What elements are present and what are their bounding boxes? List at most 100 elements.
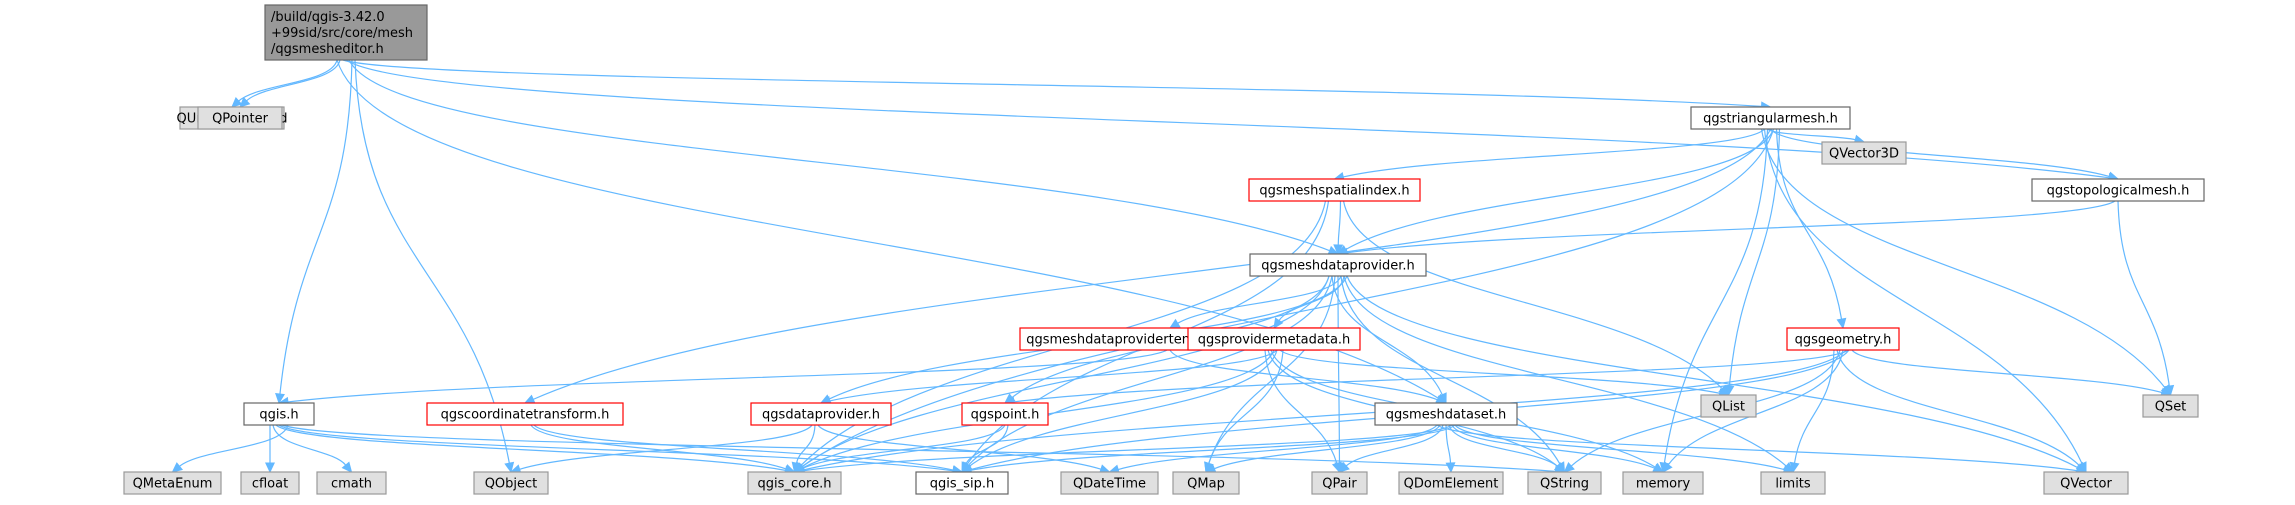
- edge-qgstriangularmesh-to-qlist: [1728, 128, 1781, 387]
- edge-qgsgeometry-to-qvector: [1836, 349, 2080, 467]
- edge-qgsmeshdataset-to-qmap: [1214, 424, 1441, 470]
- node-qgis[interactable]: qgis.h: [243, 402, 315, 426]
- edge-qgstriangularmesh-to-qgis_core: [801, 128, 1775, 468]
- node-qgstriangularmesh[interactable]: qgstriangularmesh.h: [1690, 106, 1851, 130]
- arrowhead-qgsgeometry-to-memory: [1662, 461, 1673, 473]
- node-box: [1248, 178, 1421, 202]
- node-qdatetime: QDateTime: [1060, 471, 1159, 495]
- node-qlist: QList: [1700, 394, 1757, 418]
- node-qgsmeshspatialindex[interactable]: qgsmeshspatialindex.h: [1248, 178, 1421, 202]
- edge-qgsmeshdataprovider-to-limits: [1343, 275, 1787, 467]
- node-box: [123, 471, 222, 495]
- node-label: QDateTime: [1073, 477, 1146, 492]
- node-box: [1690, 106, 1851, 130]
- node-label: QPair: [1322, 477, 1357, 492]
- node-qgspoint[interactable]: qgspoint.h: [961, 402, 1049, 426]
- edge-qgsdataprovider-to-qobject: [519, 424, 813, 470]
- node-label: QMetaEnum: [133, 477, 213, 492]
- node-label: limits: [1775, 477, 1811, 492]
- node-qset: QSet: [2142, 394, 2199, 418]
- node-qgsmeshdataprovider[interactable]: qgsmeshdataprovider.h: [1249, 253, 1427, 277]
- node-box: [1249, 253, 1427, 277]
- node-label: cmath: [331, 477, 372, 492]
- arrowhead-qgsprovidermetadata-to-qpair: [1331, 461, 1342, 474]
- edge-qgsmeshspatialindex-to-qgsmeshdataprovider: [1337, 200, 1342, 246]
- edge-qgsmeshdataset-to-qpair: [1345, 424, 1444, 467]
- node-label: /qgsmesheditor.h: [271, 42, 384, 57]
- node-box: [316, 471, 387, 495]
- edge-qgspoint-to-qgis_sip: [965, 424, 1009, 465]
- node-label: qgsprovidermetadata.h: [1198, 333, 1351, 348]
- arrowhead-qgis-to-cmath: [341, 461, 353, 473]
- edge-qgsmeshdataprovider-to-qgsmeshdataset: [1331, 275, 1443, 396]
- edge-qgsprovidermetadata-to-qgsdataprovider: [829, 349, 1278, 402]
- arrowhead-qgsgeometry-to-limits: [1789, 461, 1800, 474]
- node-qpointer: QPointer: [197, 106, 283, 130]
- node-label: qgsmeshdataset.h: [1386, 408, 1506, 423]
- node-label: qgstriangularmesh.h: [1703, 112, 1838, 127]
- edge-qgsmdptemporal-to-qgis: [287, 349, 1168, 403]
- node-box: [243, 402, 315, 426]
- node-box: [915, 471, 1009, 495]
- node-box: [197, 106, 283, 130]
- node-label: memory: [1636, 477, 1691, 492]
- node-box: [1374, 402, 1518, 426]
- node-box: [1700, 394, 1757, 418]
- node-qgscoordinatetransform[interactable]: qgscoordinatetransform.h: [426, 402, 624, 426]
- node-box: [961, 402, 1049, 426]
- edge-qgsmeshdataset-to-memory: [1451, 424, 1656, 469]
- node-label: qgscoordinatetransform.h: [441, 408, 610, 423]
- edge-main-to-qgstriangularmesh: [342, 59, 1762, 108]
- node-limits: limits: [1760, 471, 1826, 495]
- node-box: [1172, 471, 1240, 495]
- node-qgsgeometry[interactable]: qgsgeometry.h: [1786, 327, 1900, 351]
- edge-qgsdataprovider-to-qdatetime: [817, 424, 1102, 470]
- edge-qgstriangularmesh-to-memory: [1663, 128, 1769, 464]
- node-box: [1311, 471, 1368, 495]
- node-box: [1821, 141, 1907, 165]
- node-label: QDomElement: [1404, 477, 1499, 492]
- edge-qgstopologicalmesh-to-qset: [2117, 200, 2170, 387]
- node-qgis_sip[interactable]: qgis_sip.h: [915, 471, 1009, 495]
- edge-qgsdataprovider-to-qgis_core: [795, 424, 816, 464]
- arrowhead-qgsmeshdataset-to-qdomelement: [1445, 462, 1456, 474]
- node-qpair: QPair: [1311, 471, 1368, 495]
- node-qgstopologicalmesh[interactable]: qgstopologicalmesh.h: [2031, 178, 2205, 202]
- edge-qgsgeometry-to-qgspoint: [1013, 349, 1850, 403]
- node-label: qgis_core.h: [758, 477, 832, 492]
- node-label: +99sid/src/core/mesh: [271, 26, 413, 41]
- edge-qgis-to-cmath: [272, 424, 347, 466]
- node-label: QVector: [2060, 477, 2112, 492]
- edge-qgsmeshdataset-to-qdomelement: [1445, 424, 1452, 464]
- node-box: [426, 402, 624, 426]
- node-box: [1398, 471, 1504, 495]
- arrowhead-main-to-qundocommand: [231, 96, 243, 108]
- edge-qgstopologicalmesh-to-qgsmeshdataprovider: [1346, 200, 2116, 254]
- edge-qgsmeshspatialindex-to-qlist: [1342, 200, 1723, 390]
- edges-layer: [171, 59, 2175, 477]
- edge-main-to-qundocommand: [238, 59, 338, 102]
- edge-qgsmeshdataset-to-qgis_core: [803, 424, 1453, 472]
- edge-main-to-qgsmeshdataprovider: [348, 59, 1330, 252]
- node-box: [1760, 471, 1826, 495]
- node-main[interactable]: /build/qgis-3.42.0+99sid/src/core/mesh/q…: [264, 4, 428, 61]
- edge-qgscoordinatetransform-to-qgis_core: [530, 424, 787, 470]
- node-qgsdataprovider[interactable]: qgsdataprovider.h: [750, 402, 892, 426]
- edge-qgsmeshdataset-to-qdatetime: [1117, 424, 1438, 471]
- node-label: qgspoint.h: [971, 408, 1040, 423]
- node-label: /build/qgis-3.42.0: [271, 10, 385, 25]
- node-box: [1786, 327, 1900, 351]
- node-qvector: QVector: [2043, 471, 2129, 495]
- edge-qgsmeshdataprovider-to-qpair: [1337, 275, 1341, 464]
- arrowhead-qgsmeshdataset-to-qpair: [1338, 461, 1350, 473]
- node-label: cfloat: [252, 477, 288, 492]
- node-label: QString: [1540, 477, 1589, 492]
- node-qgsprovidermetadata[interactable]: qgsprovidermetadata.h: [1187, 327, 1361, 351]
- node-qgsmeshdataset[interactable]: qgsmeshdataset.h: [1374, 402, 1518, 426]
- arrowhead-qgstopologicalmesh-to-qset: [2164, 384, 2175, 397]
- node-qmap: QMap: [1172, 471, 1240, 495]
- node-box: [2043, 471, 2129, 495]
- node-box: [747, 471, 842, 495]
- node-label: qgstopologicalmesh.h: [2047, 184, 2190, 199]
- node-label: qgis.h: [259, 408, 298, 423]
